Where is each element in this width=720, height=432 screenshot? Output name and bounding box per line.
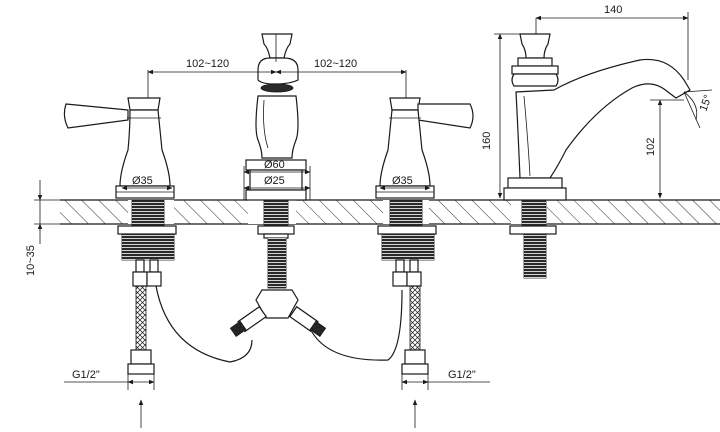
label-spread-left: 102~120 — [186, 58, 229, 70]
label-d60: Ø60 — [264, 159, 285, 171]
side-view-spout — [503, 33, 691, 279]
label-160: 160 — [481, 132, 493, 150]
label-10-35: 10~35 — [25, 245, 37, 276]
label-g12-left: G1/2" — [72, 369, 100, 381]
y-junction — [229, 289, 327, 337]
label-spread-right: 102~120 — [314, 58, 357, 70]
right-handle-valve — [375, 97, 474, 287]
left-handle-valve — [63, 97, 177, 287]
label-15deg: 15° — [698, 93, 715, 113]
right-supply-curve — [311, 289, 403, 361]
label-d25: Ø25 — [264, 175, 285, 187]
label-102: 102 — [645, 138, 657, 156]
left-braided-hose — [127, 285, 253, 375]
label-g12-right: G1/2" — [448, 369, 476, 381]
label-d35-left: Ø35 — [132, 175, 153, 187]
right-braided-hose — [401, 285, 429, 375]
dimension-lines — [34, 12, 713, 390]
label-140: 140 — [604, 4, 622, 16]
label-d35-right: Ø35 — [392, 175, 413, 187]
